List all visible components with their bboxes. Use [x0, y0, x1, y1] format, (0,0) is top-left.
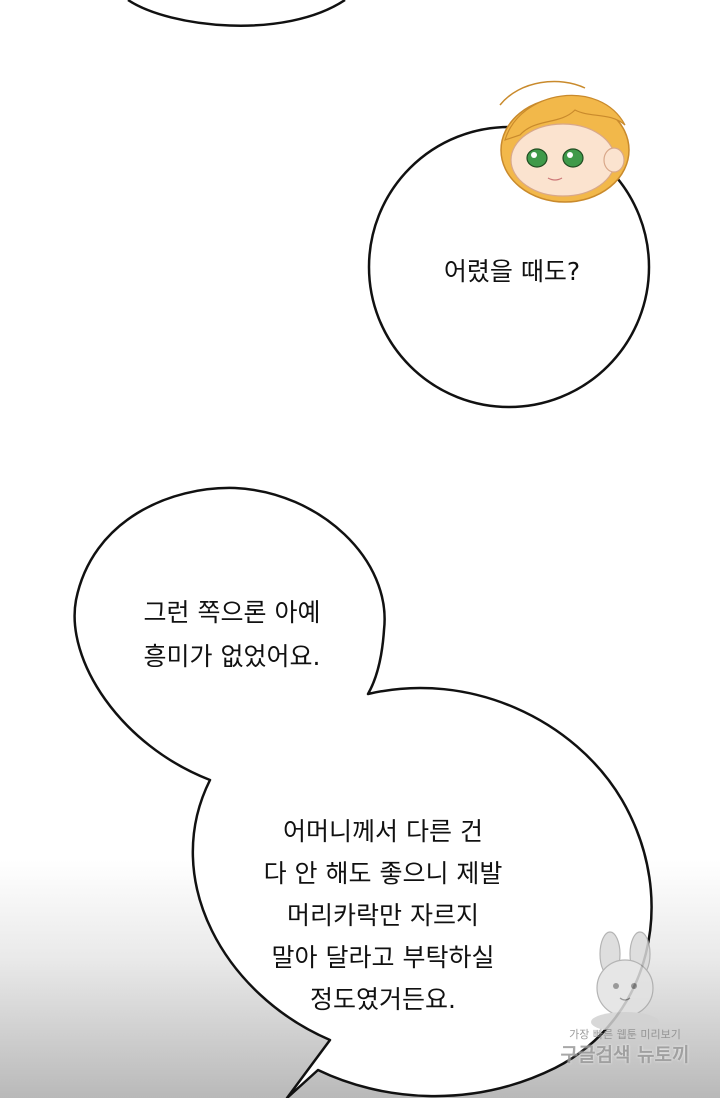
speech-bubble-top-partial: [127, 0, 346, 27]
chibi-character: [499, 80, 630, 203]
bubble-no-interest-line-2: 흥미가 없었어요.: [143, 642, 321, 671]
bubble-mother-line-1: 어머니께서 다른 건: [283, 817, 483, 846]
rabbit-mascot-icon: [591, 931, 659, 1032]
bubble-mother-line-2: 다 안 해도 좋으니 제발: [263, 859, 503, 888]
watermark: 가장 빠른 웹툰 미리보기 구글검색 뉴토끼: [540, 930, 710, 1070]
bubble-mother-line-4: 말아 달라고 부탁하실: [271, 943, 495, 972]
bubble-no-interest-line-1: 그런 쪽으론 아예: [143, 598, 321, 627]
speech-bubble-compound: [73, 486, 653, 1098]
bubble-childhood-line-1: 어렸을 때도?: [443, 257, 581, 286]
watermark-big-text: 구글검색 뉴토끼: [560, 1044, 690, 1066]
watermark-small-text: 가장 빠른 웹툰 미리보기: [569, 1028, 681, 1041]
bubble-mother-line-3: 머리카락만 자르지: [287, 901, 479, 930]
bubble-mother-line-5: 정도였거든요.: [310, 985, 456, 1014]
